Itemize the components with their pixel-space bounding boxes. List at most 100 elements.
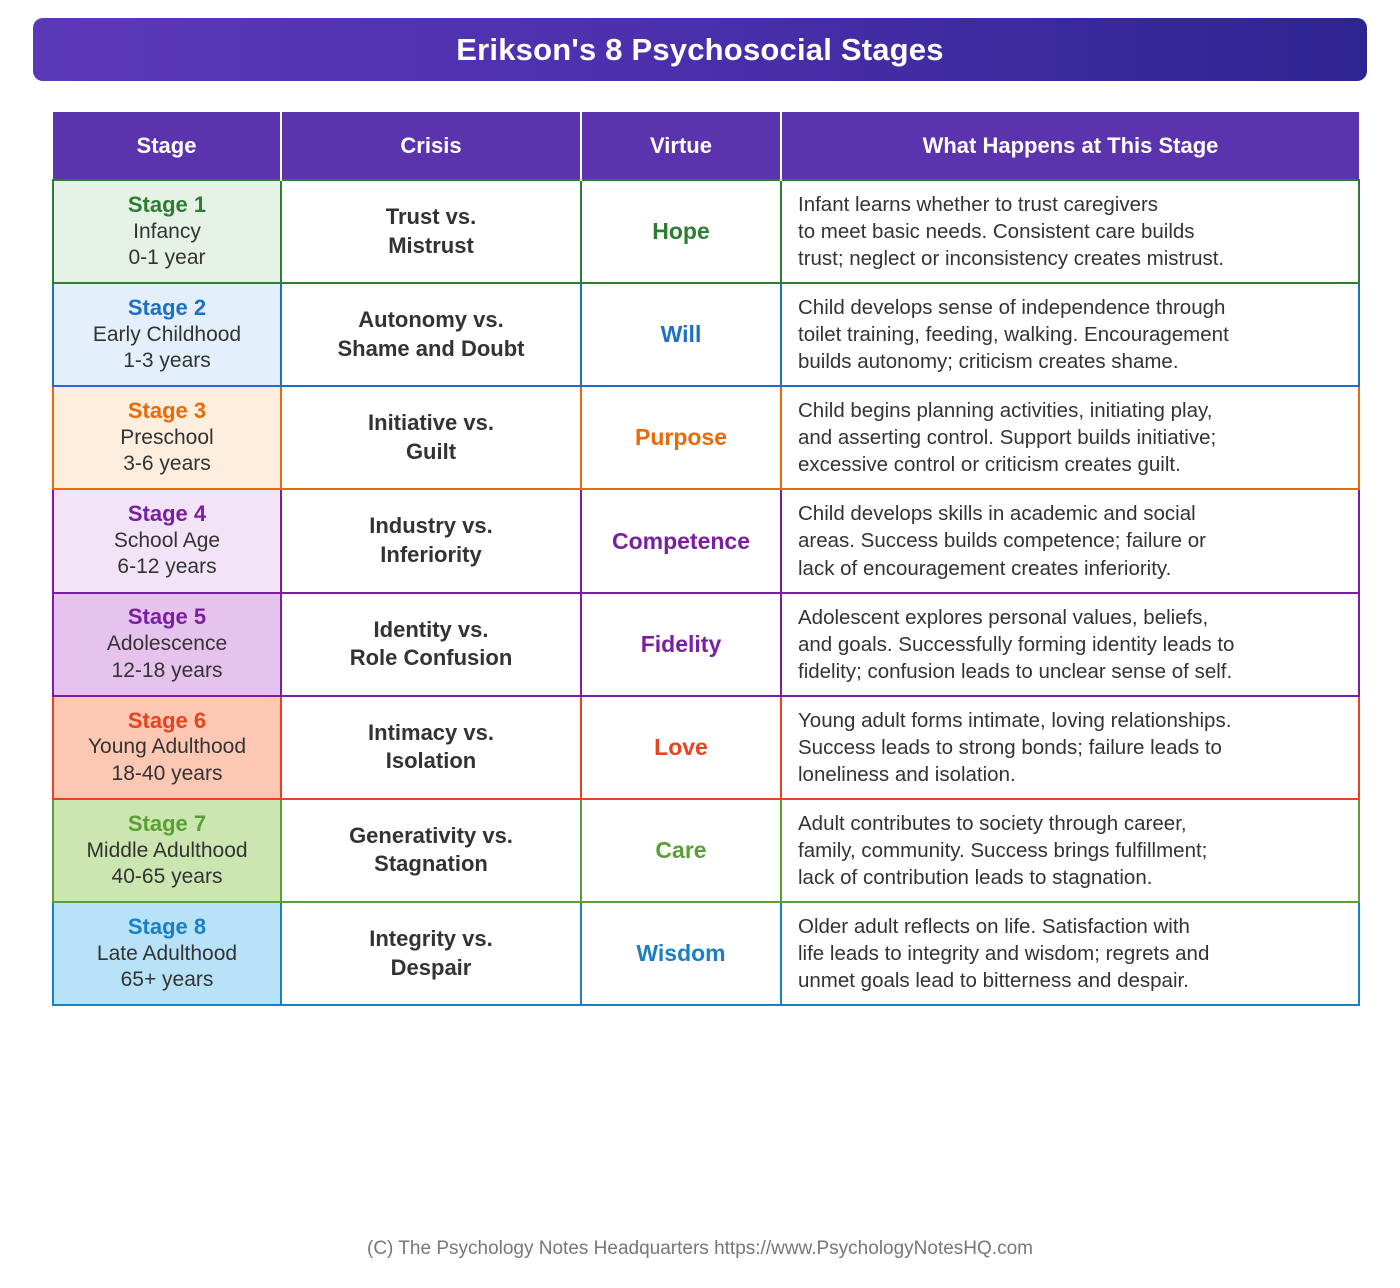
virtue-cell: Competence — [581, 488, 782, 594]
table-header: Stage Crisis Virtue What Happens at This… — [53, 112, 1359, 180]
crisis-cell: Integrity vs. Despair — [281, 900, 582, 1007]
crisis-cell: Autonomy vs.Shame and Doubt — [281, 282, 582, 388]
crisis-line-1: Initiative vs. — [368, 410, 494, 436]
stage-period: Late Adulthood — [96, 941, 238, 965]
what-happens-line-1: Adolescent explores personal values, bel… — [798, 605, 1209, 629]
virtue-cell: Hope — [581, 178, 782, 285]
virtue-cell: Will — [581, 282, 782, 388]
what-happens-line-2: toilet training, feeding, walking. Encou… — [798, 323, 1229, 347]
stage-age-range: 65+ years — [120, 967, 214, 991]
what-happens-line-2: Success leads to strong bonds; failure l… — [798, 735, 1222, 759]
stage-age-range: 1-3 years — [123, 349, 211, 373]
crisis-line-2: Stagnation — [374, 851, 488, 877]
stages-table: Stage Crisis Virtue What Happens at This… — [52, 112, 1360, 1007]
footer-credit: (C) The Psychology Notes Headquarters ht… — [367, 1238, 1033, 1259]
what-happens-line-1: Young adult forms intimate, loving relat… — [798, 708, 1232, 732]
crisis-line-1: Integrity vs. — [369, 925, 493, 951]
what-happens-line-3: excessive control or criticism creates g… — [798, 453, 1181, 477]
crisis-line-2: Isolation — [385, 748, 477, 774]
crisis-line-2: Role Confusion — [349, 645, 513, 671]
stages-table-container: Stage Crisis Virtue What Happens at This… — [52, 112, 1360, 1007]
what-happens-line-2: and asserting control. Support builds in… — [798, 426, 1217, 450]
what-happens-line-1: Older adult reflects on life. Satisfacti… — [798, 914, 1190, 938]
virtue-cell: Fidelity — [581, 591, 782, 697]
stage-number: Stage 7 — [127, 810, 207, 836]
crisis-line-1: Industry vs. — [369, 513, 493, 539]
stage-period: Adolescence — [106, 632, 228, 656]
what-happens-line-3: fidelity; confusion leads to unclear sen… — [798, 659, 1233, 683]
header-row: Stage Crisis Virtue What Happens at This… — [53, 112, 1359, 180]
what-happens-line-3: lack of encouragement creates inferiorit… — [798, 556, 1172, 580]
stage-age-range: 18-40 years — [111, 761, 223, 785]
crisis-cell: Initiative vs.Guilt — [281, 385, 582, 491]
crisis-line-1: Generativity vs. — [349, 822, 513, 848]
title-banner: Erikson's 8 Psychosocial Stages — [33, 18, 1367, 81]
column-header-stage: Stage — [53, 112, 282, 180]
what-happens-line-1: Child begins planning activities, initia… — [798, 399, 1213, 423]
stage-number: Stage 3 — [127, 398, 207, 424]
crisis-line-1: Autonomy vs. — [358, 307, 504, 333]
crisis-line-2: Despair — [390, 954, 472, 980]
what-happens-line-1: Child develops skills in academic and so… — [798, 502, 1196, 526]
stage-period: Early Childhood — [92, 322, 242, 346]
crisis-line-2: Mistrust — [388, 232, 474, 258]
what-happens-cell: Young adult forms intimate, loving relat… — [781, 694, 1360, 800]
what-happens-line-2: life leads to integrity and wisdom; regr… — [798, 942, 1210, 966]
what-happens-cell: Child begins planning activities, initia… — [781, 385, 1360, 491]
stage-period: Young Adulthood — [87, 735, 247, 759]
stage-age-range: 12-18 years — [111, 658, 223, 682]
crisis-line-1: Intimacy vs. — [368, 719, 494, 745]
stage-number: Stage 8 — [127, 913, 207, 939]
crisis-line-2: Shame and Doubt — [337, 335, 525, 361]
stage-period: Preschool — [120, 426, 214, 450]
crisis-line-1: Trust vs. — [385, 203, 477, 229]
stage-age-range: 3-6 years — [123, 452, 211, 476]
what-happens-line-1: Infant learns whether to trust caregiver… — [798, 193, 1159, 216]
what-happens-line-3: loneliness and isolation. — [798, 762, 1016, 786]
crisis-line-1: Identity vs. — [373, 616, 489, 642]
what-happens-line-3: builds autonomy; criticism creates shame… — [798, 350, 1179, 374]
what-happens-line-2: family, community. Success brings fulfil… — [798, 838, 1208, 862]
virtue-cell: Wisdom — [581, 900, 782, 1007]
stage-number: Stage 5 — [127, 604, 207, 630]
page-title: Erikson's 8 Psychosocial Stages — [456, 32, 944, 67]
crisis-cell: Trust vs. Mistrust — [281, 178, 582, 285]
stage-period: Infancy — [133, 219, 201, 243]
what-happens-cell: Older adult reflects on life. Satisfacti… — [781, 900, 1360, 1007]
what-happens-cell: Infant learns whether to trust caregiver… — [781, 178, 1360, 285]
what-happens-line-2: areas. Success builds competence; failur… — [798, 529, 1206, 553]
stage-number: Stage 4 — [127, 501, 207, 527]
column-header-what: What Happens at This Stage — [781, 112, 1359, 180]
stage-number: Stage 1 — [127, 191, 207, 217]
crisis-line-2: Guilt — [405, 438, 457, 464]
crisis-cell: Intimacy vs. Isolation — [281, 694, 582, 800]
what-happens-cell: Adult contributes to society through car… — [781, 797, 1360, 903]
column-header-crisis: Crisis — [281, 112, 582, 180]
stage-age-range: 6-12 years — [117, 555, 217, 579]
virtue-cell: Care — [581, 797, 782, 903]
what-happens-cell: Child develops skills in academic and so… — [781, 488, 1360, 594]
what-happens-line-3: lack of contribution leads to stagnation… — [798, 865, 1153, 889]
stage-age-range: 40-65 years — [111, 864, 223, 888]
crisis-cell: Generativity vs. Stagnation — [281, 797, 582, 903]
stage-period: Middle Adulthood — [86, 838, 248, 862]
what-happens-line-1: Adult contributes to society through car… — [798, 811, 1187, 835]
what-happens-line-3: unmet goals lead to bitterness and despa… — [798, 969, 1189, 993]
stage-age-range: 0-1 year — [128, 245, 206, 269]
virtue-cell: Purpose — [581, 385, 782, 491]
column-header-virtue: Virtue — [581, 112, 782, 180]
